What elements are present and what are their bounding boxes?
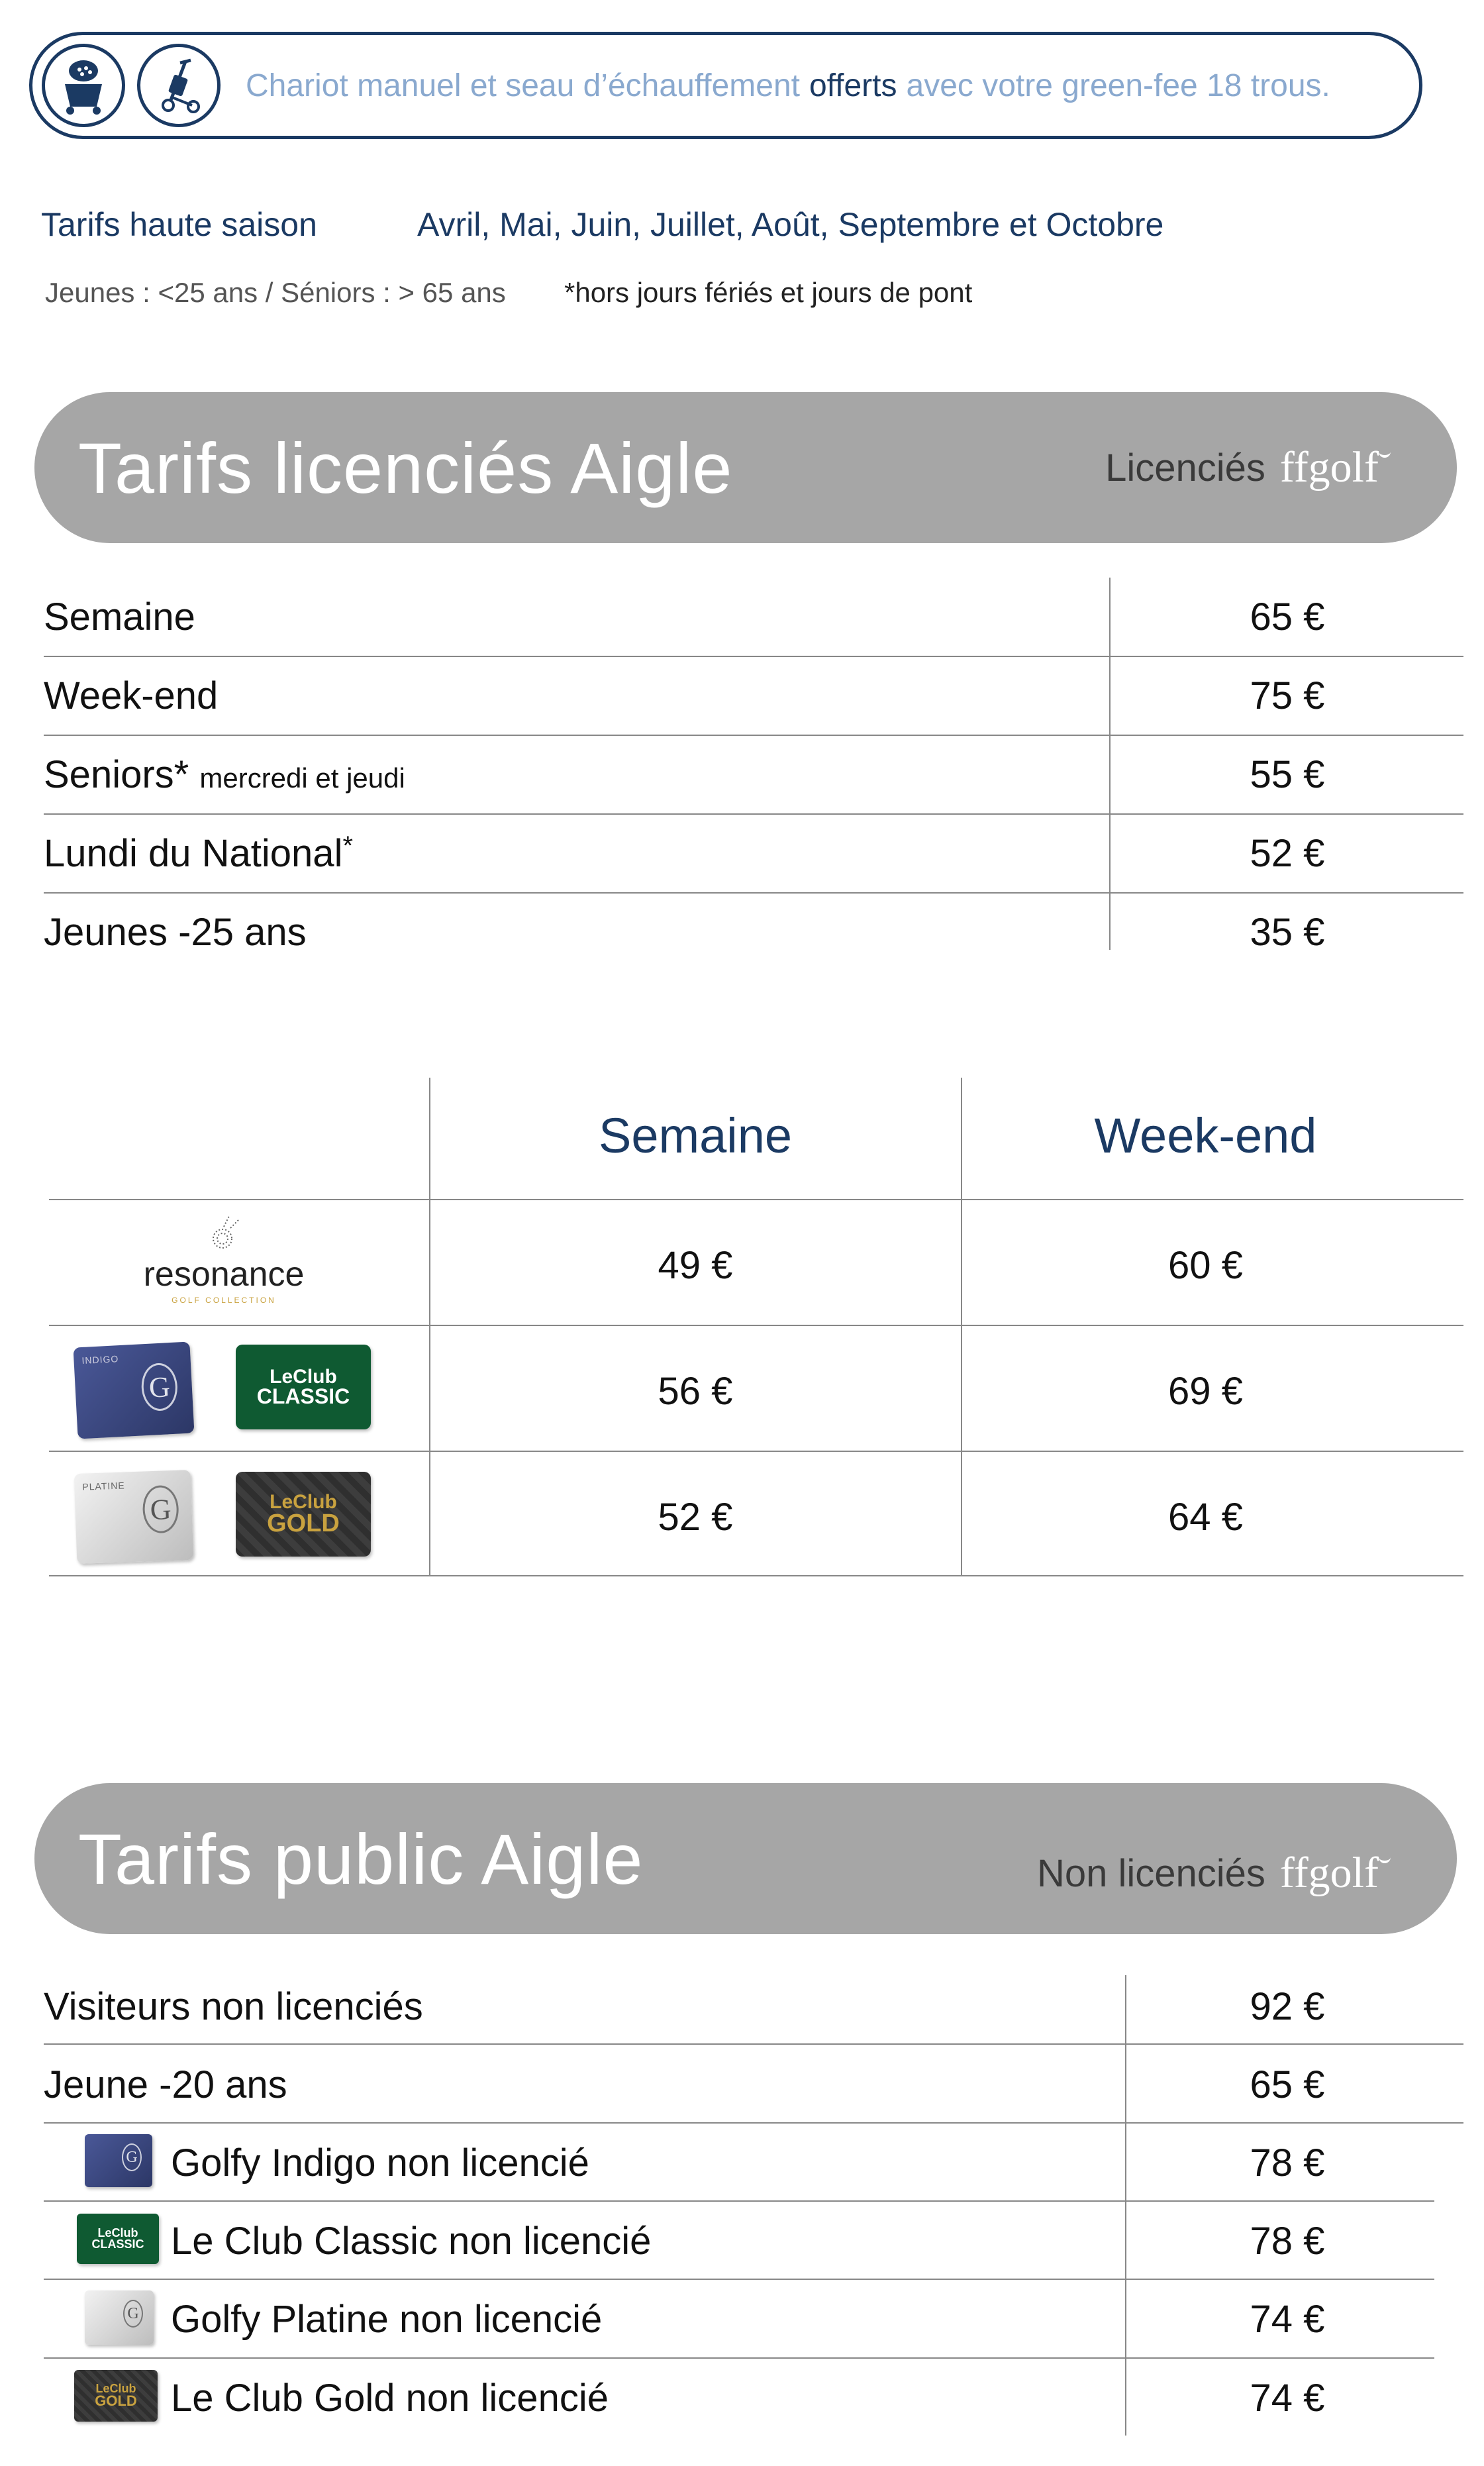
public-title: Tarifs public Aigle (78, 1818, 644, 1899)
rate-price: 52 € (1250, 832, 1325, 875)
holiday-note: *hors jours fériés et jours de pont (564, 277, 973, 308)
ffgolf-logo: ffgolf (1280, 442, 1391, 493)
rate-price: 74 € (1250, 2298, 1325, 2341)
resonance-logo-sub: GOLF COLLECTION (172, 1296, 276, 1305)
rate-label: Golfy Platine non licencié (171, 2298, 603, 2341)
public-subtitle-group: Non licenciés ffgolf (1036, 1798, 1391, 1949)
rate-price: 78 € (1250, 2141, 1325, 2184)
offer-banner: Chariot manuel et seau d’échauffement of… (29, 32, 1422, 139)
price-weekend: 60 € (1168, 1244, 1243, 1287)
rate-price: 35 € (1250, 911, 1325, 954)
table-row: Jeune -20 ans (44, 2045, 287, 2124)
licensed-subtitle-group: Licenciés ffgolf (1105, 392, 1391, 543)
licensed-subtitle: Licenciés (1105, 446, 1265, 489)
table-row: Golfy Indigo non licencié (171, 2124, 589, 2202)
rate-label: Seniors* mercredi et jeudi (44, 753, 405, 796)
rate-label: Jeunes -25 ans (44, 911, 307, 954)
price-weekend: 64 € (1168, 1496, 1243, 1539)
rate-label: Week-end (44, 674, 219, 717)
public-subtitle: Non licenciés (1036, 1851, 1265, 1895)
rate-price: 75 € (1250, 674, 1325, 717)
price-semaine: 56 € (658, 1370, 733, 1413)
table-row: Visiteurs non licenciés (44, 1967, 423, 2046)
price-weekend: 69 € (1168, 1370, 1243, 1413)
rate-label: Le Club Classic non licencié (171, 2220, 652, 2263)
table-row: Jeunes -25 ans (44, 893, 307, 972)
price-semaine: 52 € (658, 1496, 733, 1539)
rate-price: 55 € (1250, 753, 1325, 796)
ffgolf-logo: ffgolf (1280, 1848, 1391, 1898)
public-section-header: Tarifs public Aigle Non licenciés ffgolf (34, 1783, 1457, 1934)
rate-price: 74 € (1250, 2377, 1325, 2420)
offer-text-strong: offerts (809, 68, 897, 103)
offer-text-before: Chariot manuel et seau d’échauffement (246, 68, 800, 103)
le-club-gold-card-icon: LeClub GOLD (236, 1472, 371, 1557)
rate-note: mercredi et jeudi (199, 762, 405, 794)
rate-label: Le Club Gold non licencié (171, 2377, 609, 2420)
golfy-platine-card-icon: G (85, 2290, 154, 2345)
rate-label: Lundi du National* (44, 831, 354, 875)
season-label: Tarifs haute saison (41, 206, 317, 243)
golfy-indigo-card-icon: G (85, 2134, 152, 2187)
table-row: Golfy Platine non licencié (171, 2280, 602, 2359)
table-row: Week-end (44, 656, 218, 735)
offer-text-after: avec votre green-fee 18 trous. (906, 68, 1330, 103)
rate-label: Jeune -20 ans (44, 2063, 287, 2106)
season-months: Avril, Mai, Juin, Juillet, Août, Septemb… (417, 206, 1164, 243)
table-row: Le Club Gold non licencié (171, 2359, 609, 2438)
age-note: Jeunes : <25 ans / Séniors : > 65 ans (45, 277, 506, 308)
column-header-weekend: Week-end (1094, 1108, 1317, 1163)
rate-label: Golfy Indigo non licencié (171, 2141, 589, 2184)
table-row: Le Club Classic non licencié (171, 2202, 651, 2281)
licensed-section-header: Tarifs licenciés Aigle Licenciés ffgolf (34, 392, 1457, 543)
le-club-classic-card-icon: LeClub CLASSIC (236, 1345, 371, 1429)
resonance-logo-icon (204, 1213, 244, 1257)
rate-label: Visiteurs non licenciés (44, 1985, 423, 2028)
table-row: Seniors* mercredi et jeudi (44, 735, 405, 814)
trolley-icon (137, 44, 221, 127)
golfy-platine-card-icon: PLATINE G (74, 1469, 194, 1565)
golfy-indigo-card-icon: INDIGO G (73, 1341, 195, 1439)
table-row: Semaine (44, 578, 195, 656)
rate-price: 65 € (1250, 2063, 1325, 2106)
rate-label: Semaine (44, 595, 195, 639)
le-club-gold-card-icon: LeClub GOLD (74, 2370, 158, 2422)
rate-price: 92 € (1250, 1985, 1325, 2028)
gear-icon (42, 44, 125, 127)
le-club-classic-card-icon: LeClub CLASSIC (77, 2214, 159, 2264)
offer-text: Chariot manuel et seau d’échauffement of… (246, 35, 1330, 136)
resonance-logo-text: resonance (143, 1255, 305, 1294)
licensed-title: Tarifs licenciés Aigle (78, 427, 733, 508)
price-semaine: 49 € (658, 1244, 733, 1287)
rate-price: 65 € (1250, 595, 1325, 639)
rate-price: 78 € (1250, 2220, 1325, 2263)
column-header-semaine: Semaine (598, 1108, 793, 1163)
table-row: Lundi du National* (44, 814, 353, 893)
